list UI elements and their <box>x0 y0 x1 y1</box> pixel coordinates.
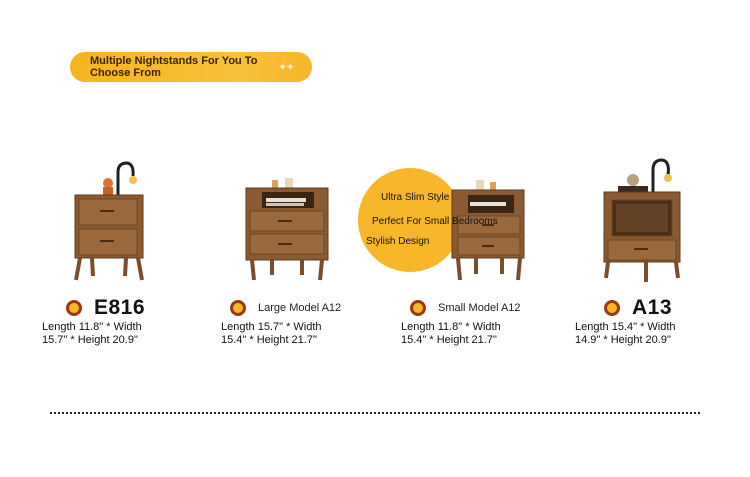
dims-line-2: 15.4" * Height 21.7" <box>401 334 497 346</box>
bullet-dot-icon <box>230 300 246 316</box>
model-label-small-a12: Small Model A12 <box>410 300 521 316</box>
dimensions-small-a12: Length 11.8" * Width 15.4" * Height 21.7… <box>401 321 501 347</box>
banner-line-2: Choose From <box>90 67 161 79</box>
model-label-large-a12: Large Model A12 <box>230 300 341 316</box>
bubble-line-3: Stylish Design <box>366 236 430 247</box>
model-name: E816 <box>94 296 146 319</box>
dims-line-1: Length 11.8" * Width <box>401 321 501 333</box>
dotted-divider <box>50 412 700 414</box>
bullet-dot-icon <box>66 300 82 316</box>
model-name: Large Model A12 <box>258 302 342 314</box>
sparkle-icon: ✦✦ <box>278 62 294 72</box>
dims-line-1: Length 11.8" * Width <box>42 321 142 333</box>
dims-line-1: Length 15.7" * Width <box>221 321 322 333</box>
title-banner: Multiple Nightstands For You To Choose F… <box>70 52 312 82</box>
dimensions-e816: Length 11.8" * Width 15.7" * Height 20.9… <box>42 321 142 347</box>
dims-line-2: 14.9" * Height 20.9" <box>575 334 671 346</box>
dimensions-large-a12: Length 15.7" * Width 15.4" * Height 21.7… <box>221 321 322 347</box>
bubble-line-2: Perfect For Small Bedrooms <box>372 216 498 227</box>
feature-bubble <box>358 168 462 272</box>
dims-line-2: 15.4" * Height 21.7" <box>221 334 317 346</box>
model-label-e816: E816 <box>66 296 145 320</box>
bubble-line-1: Ultra Slim Style <box>381 192 450 203</box>
dimensions-a13: Length 15.4" * Width 14.9" * Height 20.9… <box>575 321 676 347</box>
model-name: Small Model A12 <box>438 302 521 314</box>
model-label-a13: A13 <box>604 296 672 320</box>
banner-line-1: Multiple Nightstands For You To <box>90 55 258 67</box>
dims-line-2: 15.7" * Height 20.9" <box>42 334 138 346</box>
dims-line-1: Length 15.4" * Width <box>575 321 676 333</box>
bullet-dot-icon <box>410 300 426 316</box>
model-name: A13 <box>632 296 673 319</box>
bullet-dot-icon <box>604 300 620 316</box>
